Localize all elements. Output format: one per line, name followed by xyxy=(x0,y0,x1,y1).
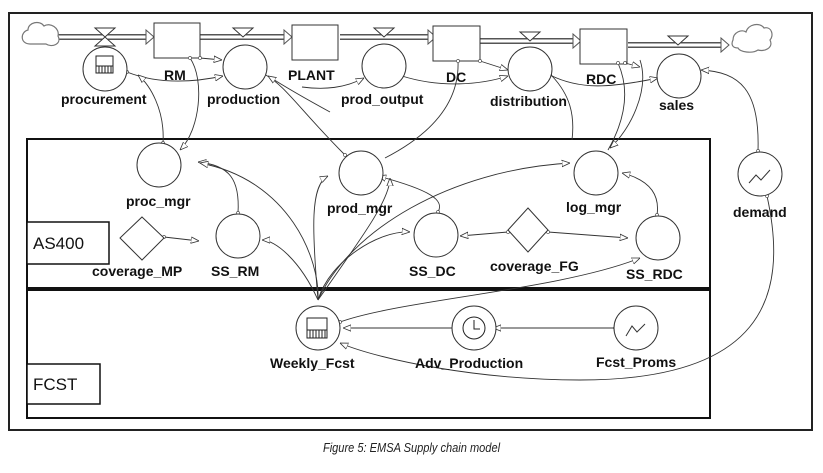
aux-label-ss-rm: SS_RM xyxy=(211,263,259,279)
aux-log-mgr[interactable]: log_mgr xyxy=(566,150,622,215)
flow-label-sales: sales xyxy=(659,97,694,113)
aux-label-ss-rdc: SS_RDC xyxy=(626,266,683,282)
stock-plant[interactable]: PLANT xyxy=(288,24,339,83)
group-label-fcst: FCST xyxy=(33,375,77,394)
table-function-icon xyxy=(95,55,114,74)
aux-demand[interactable]: demand xyxy=(733,151,787,220)
aux-fcst-proms[interactable]: Fcst_Proms xyxy=(596,305,676,370)
figure-caption: Figure 5: EMSA Supply chain model xyxy=(322,440,501,455)
const-label-coverage-mp: coverage_MP xyxy=(92,263,182,279)
flow-label-prod-output: prod_output xyxy=(341,91,424,107)
stock-dc[interactable]: DC xyxy=(432,25,481,85)
connectors xyxy=(127,58,775,381)
aux-label-weekly-fcst: Weekly_Fcst xyxy=(270,355,355,371)
flow-production[interactable]: production xyxy=(207,44,280,107)
graph-function-icon xyxy=(748,169,771,184)
aux-proc-mgr[interactable]: proc_mgr xyxy=(126,142,191,209)
aux-label-fcst-proms: Fcst_Proms xyxy=(596,354,676,370)
aux-label-ss-dc: SS_DC xyxy=(409,263,456,279)
aux-ss-rdc[interactable]: SS_RDC xyxy=(626,215,683,282)
aux-label-log-mgr: log_mgr xyxy=(566,199,622,215)
aux-label-adv-production: Adv_Production xyxy=(415,355,523,371)
valves xyxy=(93,27,690,47)
flow-prod-output[interactable]: prod_output xyxy=(341,43,424,107)
clock-icon xyxy=(462,316,486,340)
const-coverage-mp[interactable]: coverage_MP xyxy=(92,216,182,279)
flow-sales[interactable]: sales xyxy=(656,53,702,113)
source-cloud-icon xyxy=(21,21,60,47)
flow-pipe xyxy=(58,28,730,54)
aux-label-demand: demand xyxy=(733,204,787,220)
stock-label-rdc: RDC xyxy=(586,71,616,87)
sink-cloud-icon xyxy=(731,23,773,53)
stock-label-plant: PLANT xyxy=(288,67,335,83)
flow-label-production: production xyxy=(207,91,280,107)
flow-procurement[interactable]: procurement xyxy=(61,46,147,107)
aux-adv-production[interactable]: Adv_Production xyxy=(415,305,523,371)
aux-ss-rm[interactable]: SS_RM xyxy=(211,213,261,279)
flow-distribution[interactable]: distribution xyxy=(490,46,567,109)
aux-label-proc-mgr: proc_mgr xyxy=(126,193,191,209)
graph-function-icon xyxy=(625,323,646,337)
aux-weekly-fcst[interactable]: Weekly_Fcst xyxy=(270,305,355,371)
aux-ss-dc[interactable]: SS_DC xyxy=(409,212,459,279)
aux-prod-mgr[interactable]: prod_mgr xyxy=(327,150,393,216)
table-function-icon xyxy=(306,317,328,339)
flow-label-distribution: distribution xyxy=(490,93,567,109)
group-label-as400: AS400 xyxy=(33,234,84,253)
aux-label-prod-mgr: prod_mgr xyxy=(327,200,393,216)
flow-label-procurement: procurement xyxy=(61,91,147,107)
const-label-coverage-fg: coverage_FG xyxy=(490,258,579,274)
const-coverage-fg[interactable]: coverage_FG xyxy=(490,207,579,274)
